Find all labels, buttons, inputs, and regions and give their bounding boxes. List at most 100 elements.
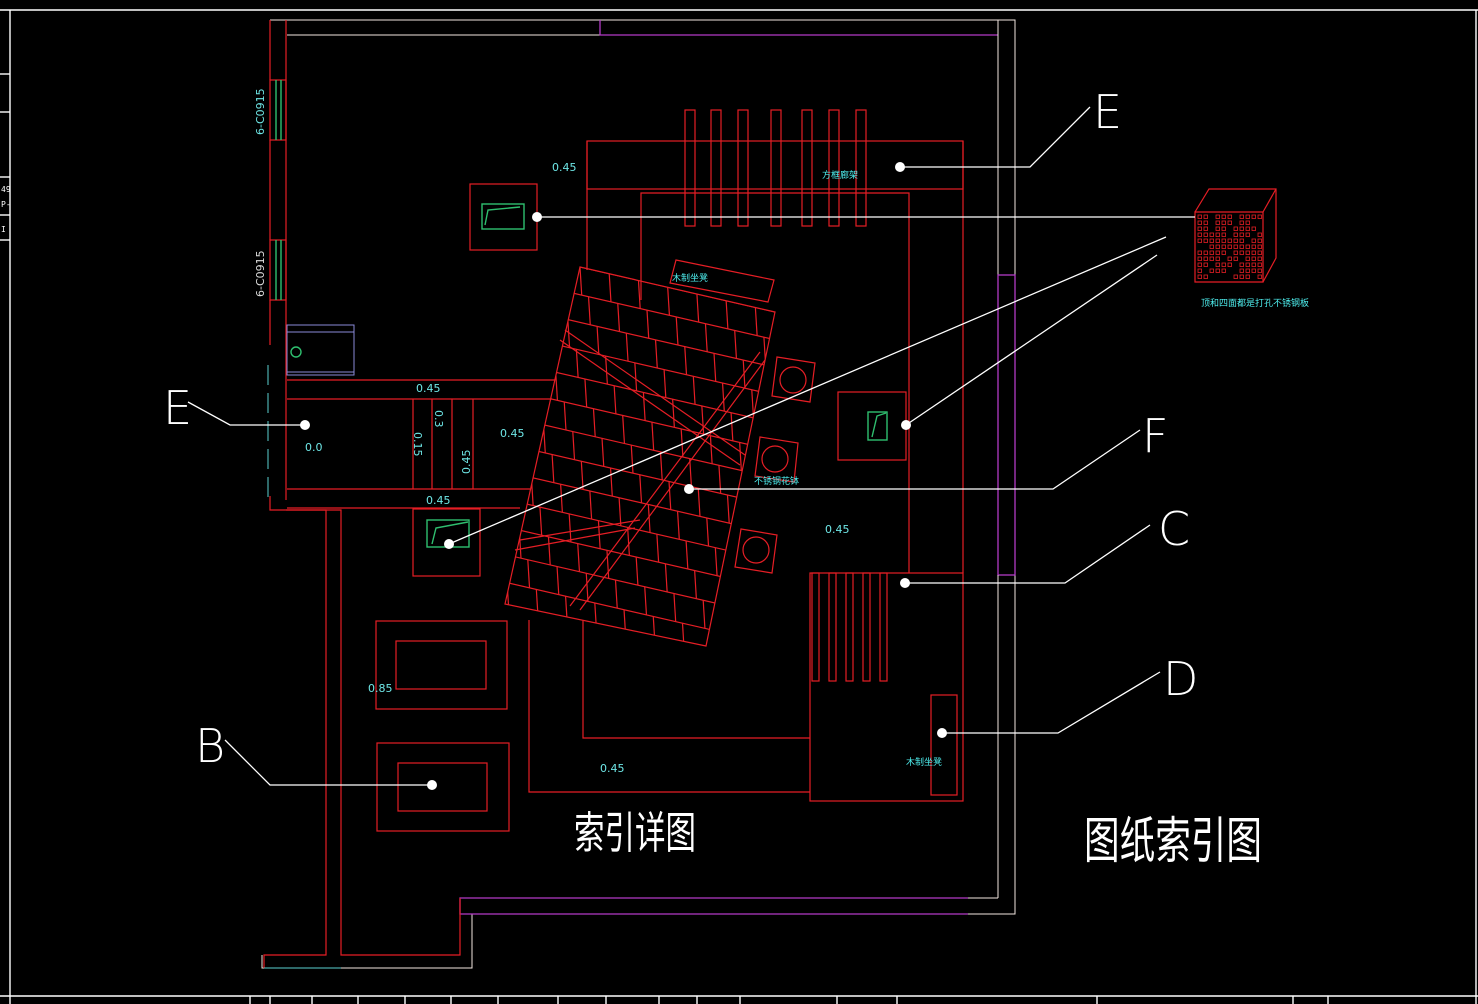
paving-joint bbox=[489, 329, 491, 357]
paving-joint bbox=[697, 488, 701, 517]
paving-joint bbox=[747, 472, 751, 501]
paving-joint bbox=[839, 881, 841, 909]
paving-joint bbox=[532, 7, 534, 35]
perforated-box-detail bbox=[1194, 188, 1277, 283]
paving-joint bbox=[400, 780, 402, 808]
paving-joint bbox=[567, 790, 569, 818]
paving-joint bbox=[121, 854, 123, 882]
index-tag-b[interactable]: B bbox=[195, 719, 225, 773]
paving-joint bbox=[562, 13, 564, 41]
paving-joint bbox=[338, 848, 340, 876]
paving-joint bbox=[780, 867, 782, 895]
paving-joint bbox=[363, 272, 365, 300]
paving-joint bbox=[307, 0, 309, 10]
paving-joint bbox=[235, 963, 237, 991]
index-tag-e-left[interactable]: E bbox=[163, 381, 192, 435]
paving-joint bbox=[238, 216, 240, 244]
paving-line bbox=[233, 0, 1012, 173]
index-tag-c[interactable]: C bbox=[1158, 502, 1190, 556]
paving-joint bbox=[666, 93, 668, 121]
paving-joint bbox=[580, 932, 582, 960]
paving-joint bbox=[308, 177, 310, 205]
paving-joint bbox=[572, 431, 576, 460]
paving-joint bbox=[967, 190, 969, 218]
paving-joint bbox=[221, 821, 223, 849]
paving-joint bbox=[1059, 128, 1061, 156]
paving-joint bbox=[1050, 98, 1052, 126]
paving-joint bbox=[722, 854, 724, 882]
paving-joint bbox=[456, 405, 458, 433]
paving-joint bbox=[701, 212, 703, 240]
paving-joint bbox=[906, 453, 908, 481]
paving-joint bbox=[526, 836, 528, 864]
paving-joint bbox=[345, 19, 347, 47]
paving-joint bbox=[720, 0, 722, 23]
paving-joint bbox=[886, 476, 888, 504]
index-tag-e-top[interactable]: E bbox=[1093, 85, 1122, 139]
perforation bbox=[1251, 268, 1256, 273]
paving-joint bbox=[469, 546, 471, 574]
paving-joint bbox=[627, 998, 629, 1004]
paving-joint bbox=[764, 531, 768, 560]
paving-joint bbox=[694, 570, 697, 599]
paving-joint bbox=[467, 823, 469, 851]
paving-joint bbox=[222, 351, 224, 379]
paving-joint bbox=[763, 143, 765, 171]
paving-joint bbox=[582, 0, 584, 19]
paving-joint bbox=[193, 344, 195, 372]
paving-joint bbox=[250, 828, 252, 856]
paving-joint bbox=[642, 392, 646, 421]
paving-joint bbox=[696, 293, 700, 323]
perforation bbox=[1209, 250, 1214, 255]
paving-joint bbox=[700, 683, 702, 711]
window-upper bbox=[269, 79, 287, 141]
perforation bbox=[1251, 238, 1256, 243]
paving-joint bbox=[716, 77, 718, 105]
paving-joint bbox=[357, 631, 359, 659]
paving-joint bbox=[101, 877, 103, 905]
paving-joint bbox=[836, 492, 838, 520]
paving-joint bbox=[345, 684, 347, 712]
paving-line bbox=[505, 267, 775, 332]
paving-joint bbox=[849, 634, 851, 662]
paving-joint bbox=[734, 801, 736, 829]
perforation bbox=[1197, 238, 1202, 243]
paving-joint bbox=[933, 71, 935, 99]
paving-joint bbox=[652, 616, 656, 645]
paving-joint bbox=[187, 703, 189, 731]
paving-joint bbox=[161, 614, 163, 642]
paving-joint bbox=[826, 934, 828, 962]
paving-joint bbox=[458, 128, 460, 156]
paving-block bbox=[101, 0, 1061, 1004]
paving-joint bbox=[787, 38, 789, 66]
paving-joint bbox=[629, 57, 631, 85]
paving-joint bbox=[208, 680, 210, 708]
paving-joint bbox=[621, 221, 623, 249]
paving-joint bbox=[293, 977, 295, 1004]
paving-joint bbox=[587, 102, 589, 130]
pergola-slat bbox=[828, 109, 840, 227]
paving-joint bbox=[401, 974, 403, 1002]
paving-joint bbox=[979, 138, 981, 166]
index-tag-f[interactable]: F bbox=[1142, 409, 1168, 463]
planter-bed-lower bbox=[376, 742, 510, 832]
perforation bbox=[1197, 274, 1202, 279]
paving-joint bbox=[433, 39, 435, 67]
paving-joint bbox=[675, 123, 677, 151]
paving-joint bbox=[858, 664, 860, 692]
paving-joint bbox=[209, 874, 211, 902]
paving-joint bbox=[104, 794, 106, 822]
paving-joint bbox=[323, 513, 325, 541]
paving-joint bbox=[641, 669, 643, 697]
paving-joint bbox=[361, 549, 363, 577]
paving-joint bbox=[437, 151, 439, 179]
paving-joint bbox=[300, 147, 302, 175]
paving-joint bbox=[810, 403, 812, 431]
frame-fragment-2: P- bbox=[1, 200, 11, 209]
paving-joint bbox=[297, 894, 299, 922]
index-tag-d[interactable]: D bbox=[1163, 652, 1198, 706]
paving-joint bbox=[156, 502, 158, 530]
paving-joint bbox=[478, 576, 480, 604]
paving-joint bbox=[843, 993, 845, 1004]
